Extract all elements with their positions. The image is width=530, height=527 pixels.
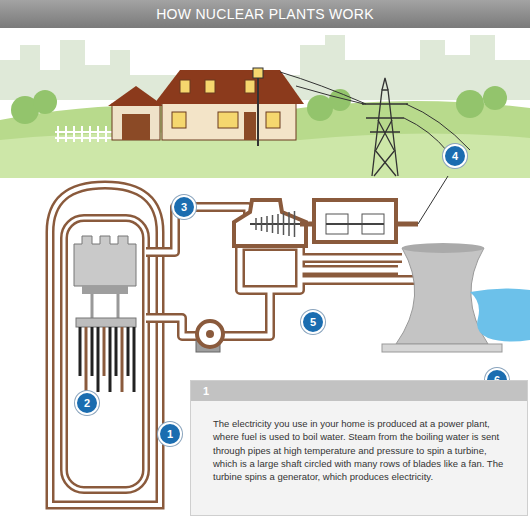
- generator: [314, 200, 396, 242]
- fuel-rods: [76, 318, 136, 392]
- containment-building: [50, 185, 160, 505]
- callout-number: 3: [172, 195, 196, 219]
- panel-body-text: The electricity you use in your home is …: [191, 401, 527, 493]
- pump: [196, 321, 223, 352]
- callout-number: 1: [158, 422, 182, 446]
- reactor-vessel: [64, 218, 146, 490]
- lamp-post: [253, 68, 263, 146]
- callout-label: 3: [181, 202, 187, 213]
- panel-header: 1: [191, 381, 527, 401]
- panel-number: 1: [203, 385, 209, 397]
- callout-number: 2: [75, 391, 99, 415]
- turbine: [234, 200, 306, 246]
- title-text: HOW NUCLEAR PLANTS WORK: [156, 6, 374, 22]
- callout-label: 5: [310, 317, 316, 328]
- steam-generator: [74, 236, 136, 318]
- house: [154, 70, 304, 140]
- fence: [55, 126, 112, 142]
- hill-back: [0, 101, 530, 178]
- callout-label: 2: [84, 398, 90, 409]
- callout-label: 1: [167, 429, 173, 440]
- transmission-tower: [362, 78, 408, 176]
- water-body: [470, 288, 530, 341]
- output-line: [418, 176, 448, 224]
- callout-label: 4: [452, 151, 458, 162]
- power-lines: [280, 72, 470, 152]
- garage: [108, 86, 164, 140]
- title-bar: HOW NUCLEAR PLANTS WORK: [0, 0, 530, 28]
- panel-body-wrap: The electricity you use in your home is …: [191, 401, 527, 493]
- info-panel: 1The electricity you use in your home is…: [190, 380, 528, 516]
- callout-number: 5: [301, 310, 325, 334]
- callout-number: 4: [443, 144, 467, 168]
